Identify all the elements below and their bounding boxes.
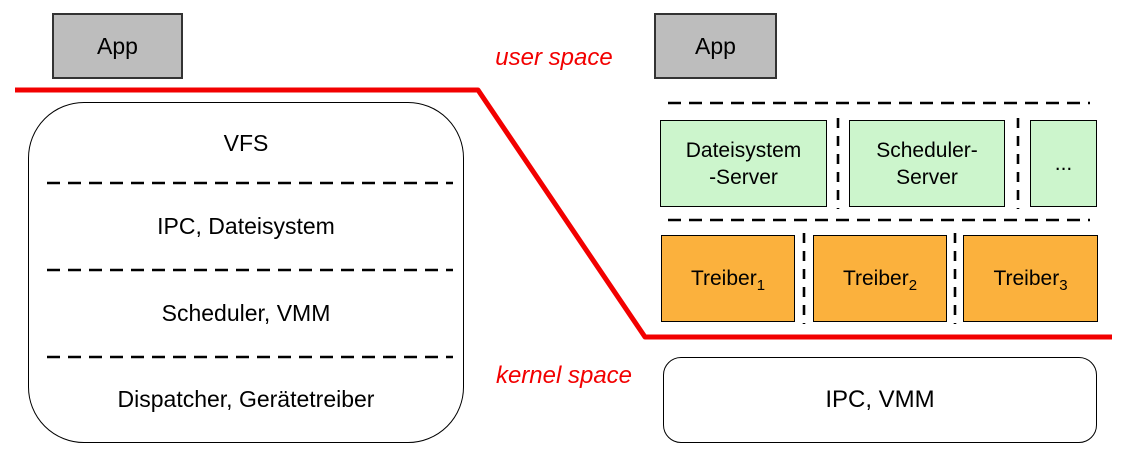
server-dateisystem-line2: -Server: [709, 165, 778, 189]
kernel-layer-scheduler-vmm: Scheduler, VMM: [28, 270, 464, 357]
driver-box-treiber2: Treiber2: [813, 235, 947, 322]
driver-treiber2-label: Treiber2: [842, 266, 918, 294]
server-ellipsis-label: ...: [1054, 152, 1073, 175]
driver-treiber1-subscript: 1: [756, 276, 766, 294]
server-box-dateisystem: Dateisystem -Server: [660, 120, 827, 207]
server-dateisystem-line1: Dateisystem: [685, 138, 802, 162]
driver-treiber3-label: Treiber3: [993, 266, 1068, 294]
kernel-layer-vfs-label: VFS: [223, 129, 269, 156]
server-scheduler-line2: Server: [896, 165, 958, 189]
kernel-layer-dispatcher-geraetetreiber: Dispatcher, Gerätetreiber: [28, 357, 464, 442]
microkernel-kernel-box: IPC, VMM: [663, 357, 1097, 443]
kernel-layer-scheduler-vmm-label: Scheduler, VMM: [161, 300, 331, 326]
driver-treiber1-label: Treiber1: [690, 266, 766, 294]
user-space-label: user space: [495, 44, 613, 71]
server-box-scheduler: Scheduler- Server: [849, 120, 1005, 207]
driver-treiber1-base: Treiber: [690, 266, 757, 290]
server-scheduler-line1: Scheduler-: [876, 138, 978, 162]
driver-treiber2-subscript: 2: [908, 276, 918, 294]
driver-box-treiber1: Treiber1: [661, 235, 795, 322]
driver-treiber3-subscript: 3: [1059, 276, 1068, 294]
kernel-layer-ipc-dateisystem: IPC, Dateisystem: [28, 183, 464, 270]
monolithic-app-label: App: [97, 32, 138, 59]
driver-treiber2-base: Treiber: [842, 266, 909, 290]
microkernel-kernel-label: IPC, VMM: [825, 386, 935, 413]
kernel-space-label: kernel space: [495, 362, 633, 389]
microkernel-app-label: App: [695, 32, 736, 59]
driver-treiber3-base: Treiber: [993, 266, 1060, 290]
monolithic-app-box: App: [52, 13, 183, 79]
kernel-layer-ipc-dateisystem-label: IPC, Dateisystem: [157, 213, 335, 239]
microkernel-app-box: App: [654, 13, 777, 79]
kernel-layer-vfs: VFS: [28, 103, 464, 183]
server-box-ellipsis: ...: [1030, 120, 1097, 207]
kernel-layer-dispatcher-geraetetreiber-label: Dispatcher, Gerätetreiber: [117, 386, 375, 412]
driver-box-treiber3: Treiber3: [963, 235, 1098, 322]
